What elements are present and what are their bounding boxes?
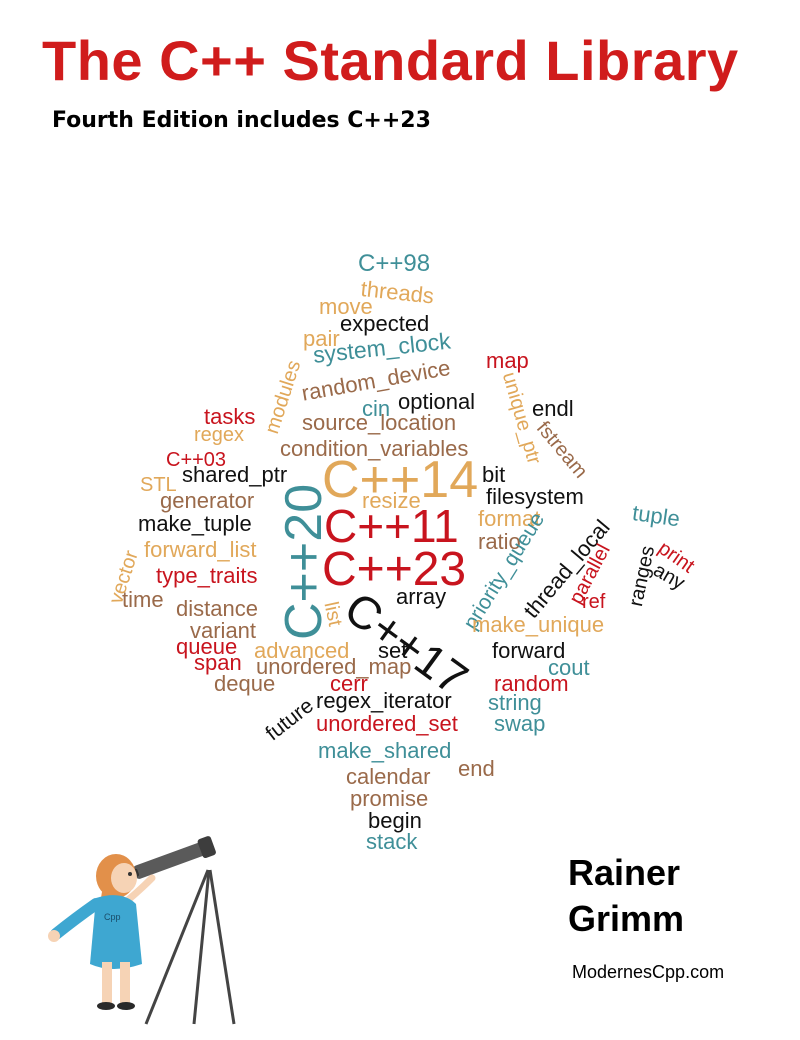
word: cout — [548, 655, 590, 680]
word: resize — [362, 488, 421, 513]
word: pair — [303, 326, 340, 351]
shirt-label: Cpp — [104, 912, 121, 922]
word: ratio — [478, 529, 521, 554]
word: random — [494, 671, 569, 696]
word: end — [458, 756, 495, 781]
word: unordered_set — [316, 711, 458, 736]
word: swap — [494, 711, 546, 736]
word: modules — [261, 357, 306, 437]
word: time — [122, 587, 164, 612]
word: generator — [160, 488, 255, 513]
word: begin — [368, 808, 422, 833]
word: promise — [350, 786, 429, 811]
website-label: ModernesCpp.com — [572, 962, 725, 982]
word: set — [378, 638, 408, 663]
word: deque — [214, 671, 276, 696]
word: make_shared — [318, 738, 452, 763]
word: advanced — [254, 638, 350, 663]
word: C++11 — [324, 500, 459, 552]
word: cin — [362, 396, 391, 421]
word: move — [319, 294, 373, 319]
author-last-name: Grimm — [568, 898, 685, 939]
word: ref — [582, 591, 606, 613]
word: bit — [482, 462, 506, 487]
word: queue — [176, 634, 238, 659]
word: shared_ptr — [182, 462, 288, 487]
word: STL — [140, 474, 177, 496]
word: C++23 — [322, 543, 467, 596]
word: condition_variables — [280, 436, 469, 461]
word: distance — [176, 596, 258, 621]
word: make_unique — [472, 612, 605, 637]
word: forward — [492, 638, 566, 663]
word: C++03 — [166, 449, 227, 471]
word: calendar — [346, 764, 431, 789]
word: tasks — [204, 404, 256, 429]
author-first-name: Rainer — [568, 852, 681, 893]
word: filesystem — [486, 484, 584, 509]
word: source_location — [302, 410, 457, 435]
book-subtitle: Fourth Edition includes C++23 — [52, 108, 431, 133]
word: regex — [194, 424, 245, 446]
word: stack — [366, 829, 418, 854]
word: optional — [398, 389, 476, 414]
telescope-child-illustration: Cpp — [48, 836, 236, 1025]
book-title: The C++ Standard Library — [42, 29, 739, 92]
word: make_tuple — [138, 511, 252, 536]
word: map — [486, 348, 529, 373]
word: C++14 — [322, 451, 479, 509]
word: format — [478, 506, 541, 531]
word: variant — [190, 618, 257, 643]
word: span — [194, 650, 242, 675]
word: string — [488, 690, 542, 715]
word: cerr — [330, 671, 368, 696]
word: forward_list — [144, 537, 257, 562]
word: array — [396, 584, 447, 609]
word: type_traits — [156, 563, 258, 588]
word: regex_iterator — [316, 688, 452, 713]
word: unordered_map — [256, 654, 412, 679]
word: endl — [532, 396, 574, 421]
word: tuple — [630, 500, 682, 532]
word: future — [261, 694, 318, 746]
word: C++98 — [358, 250, 431, 277]
word: expected — [340, 311, 430, 336]
